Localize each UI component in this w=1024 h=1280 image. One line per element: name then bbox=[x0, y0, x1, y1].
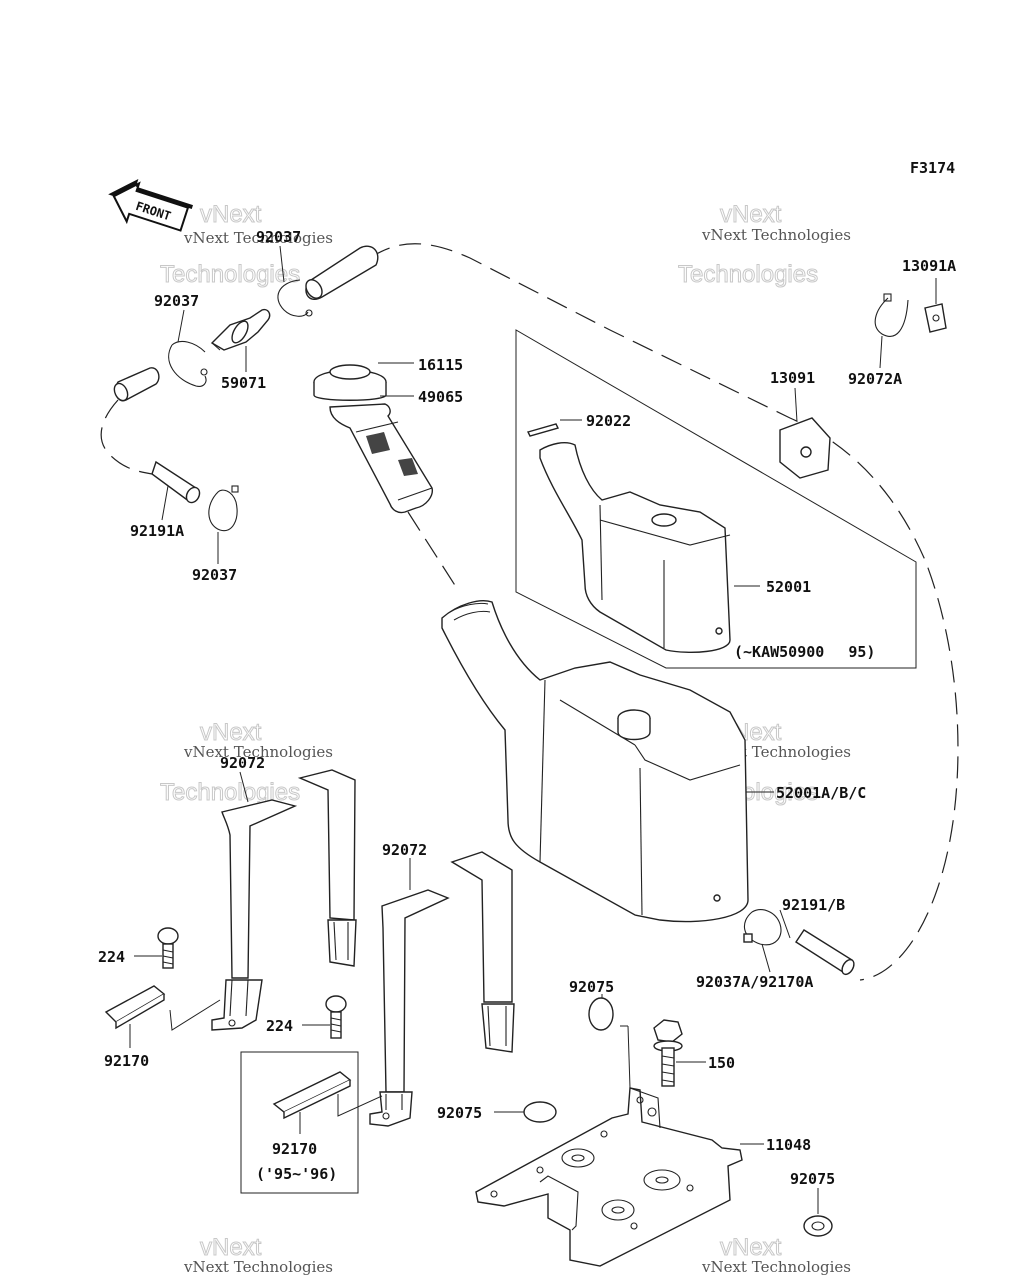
pad-92170-a bbox=[104, 985, 221, 1031]
label-92072A: 92072A bbox=[848, 370, 902, 388]
label-59071: 59071 bbox=[221, 374, 266, 392]
svg-text:vNext Technologies: vNext Technologies bbox=[183, 743, 333, 761]
svg-text:vNext: vNext bbox=[720, 201, 782, 228]
hose-route-line bbox=[369, 243, 959, 981]
label-92191A: 92191A bbox=[130, 522, 184, 540]
watermark-top-right: vNext vNext Technologies Technologies bbox=[678, 201, 852, 289]
label-92037A: 92037A/92170A bbox=[696, 973, 813, 991]
detail-box-52001 bbox=[515, 329, 917, 669]
strap-92072-left bbox=[211, 769, 357, 1031]
bolt-224-b bbox=[325, 995, 347, 1039]
damper-13091 bbox=[779, 417, 831, 479]
bolt-150 bbox=[653, 1019, 683, 1087]
svg-text:vNext Technologies: vNext Technologies bbox=[183, 229, 333, 247]
svg-text:vNext: vNext bbox=[200, 201, 262, 228]
svg-text:vNext Technologies: vNext Technologies bbox=[183, 1258, 333, 1276]
fitting-59071 bbox=[210, 308, 271, 351]
base-plate-11048 bbox=[475, 1087, 743, 1267]
hose-92191B bbox=[795, 929, 855, 976]
band-92072A bbox=[874, 293, 909, 337]
label-92170-b: 92170 bbox=[272, 1140, 317, 1158]
clamp-92037-low bbox=[208, 485, 239, 532]
filler-to-tank-line bbox=[407, 511, 459, 591]
svg-text:vNext Technologies: vNext Technologies bbox=[701, 1258, 851, 1276]
label-11048: 11048 bbox=[766, 1136, 811, 1154]
label-92170-a: 92170 bbox=[104, 1052, 149, 1070]
bolt-224-a bbox=[157, 927, 179, 969]
grommet-92075-c bbox=[803, 1215, 833, 1237]
svg-text:Technologies: Technologies bbox=[160, 261, 300, 288]
figure-code: F3174 bbox=[910, 159, 955, 177]
label-150: 150 bbox=[708, 1054, 735, 1072]
leader-lines bbox=[129, 245, 937, 1214]
hose-upper bbox=[305, 245, 379, 300]
watermark-top-left: vNext vNext Technologies Technologies bbox=[160, 201, 334, 289]
label-13091: 13091 bbox=[770, 369, 815, 387]
tank-52001ABC bbox=[441, 600, 749, 923]
pad-92170-b bbox=[272, 1071, 383, 1120]
svg-text:vNext: vNext bbox=[720, 1234, 782, 1261]
label-92075-a: 92075 bbox=[569, 978, 614, 996]
grommet-92075-a bbox=[588, 997, 614, 1031]
svg-text:Technologies: Technologies bbox=[678, 261, 818, 288]
label-92037-low: 92037 bbox=[192, 566, 237, 584]
hose-92191A bbox=[151, 460, 201, 504]
filler-neck-49065 bbox=[329, 403, 433, 514]
clamp-92037A bbox=[743, 909, 782, 946]
label-16115: 16115 bbox=[418, 356, 463, 374]
watermark-bottom-right: vNext vNext Technologies bbox=[701, 1234, 851, 1277]
label-92072-mid: 92072 bbox=[382, 841, 427, 859]
label-92037-top: 92037 bbox=[256, 228, 301, 246]
label-224-a: 224 bbox=[98, 948, 125, 966]
hose-route-left bbox=[100, 399, 159, 476]
svg-text:vNext Technologies: vNext Technologies bbox=[701, 226, 851, 244]
label-kaw-note: (~KAW50900 95) bbox=[734, 643, 875, 661]
gasket-92022 bbox=[526, 423, 560, 437]
svg-text:vNext: vNext bbox=[200, 1234, 262, 1261]
bracket-13091A bbox=[924, 303, 947, 333]
label-13091A: 13091A bbox=[902, 257, 956, 275]
clamp-92037-mid bbox=[168, 340, 208, 387]
label-49065: 49065 bbox=[418, 388, 463, 406]
front-arrow: FRONT bbox=[108, 178, 193, 232]
tank-52001 bbox=[539, 442, 731, 653]
label-92022: 92022 bbox=[586, 412, 631, 430]
hose-left-short bbox=[113, 367, 160, 402]
label-52001: 52001 bbox=[766, 578, 811, 596]
detail-box-9596 bbox=[240, 1051, 359, 1194]
watermark-bottom-left: vNext vNext Technologies bbox=[183, 1234, 333, 1277]
label-52001ABC: 52001A/B/C bbox=[776, 784, 866, 802]
label-9596-note: ('95~'96) bbox=[256, 1165, 337, 1183]
label-224-b: 224 bbox=[266, 1017, 293, 1035]
label-92075-b: 92075 bbox=[437, 1104, 482, 1122]
label-92075-c: 92075 bbox=[790, 1170, 835, 1188]
watermark-mid-left: vNext vNext Technologies Technologies bbox=[160, 719, 334, 807]
label-92072-left: 92072 bbox=[220, 754, 265, 772]
strap-92072-mid bbox=[369, 851, 515, 1127]
filler-cap-16115 bbox=[313, 364, 387, 401]
label-92191B: 92191/B bbox=[782, 896, 845, 914]
clamp-92037-top bbox=[277, 279, 313, 317]
grommet-92075-b bbox=[523, 1101, 557, 1123]
label-92037-mid: 92037 bbox=[154, 292, 199, 310]
svg-text:vNext: vNext bbox=[200, 719, 262, 746]
